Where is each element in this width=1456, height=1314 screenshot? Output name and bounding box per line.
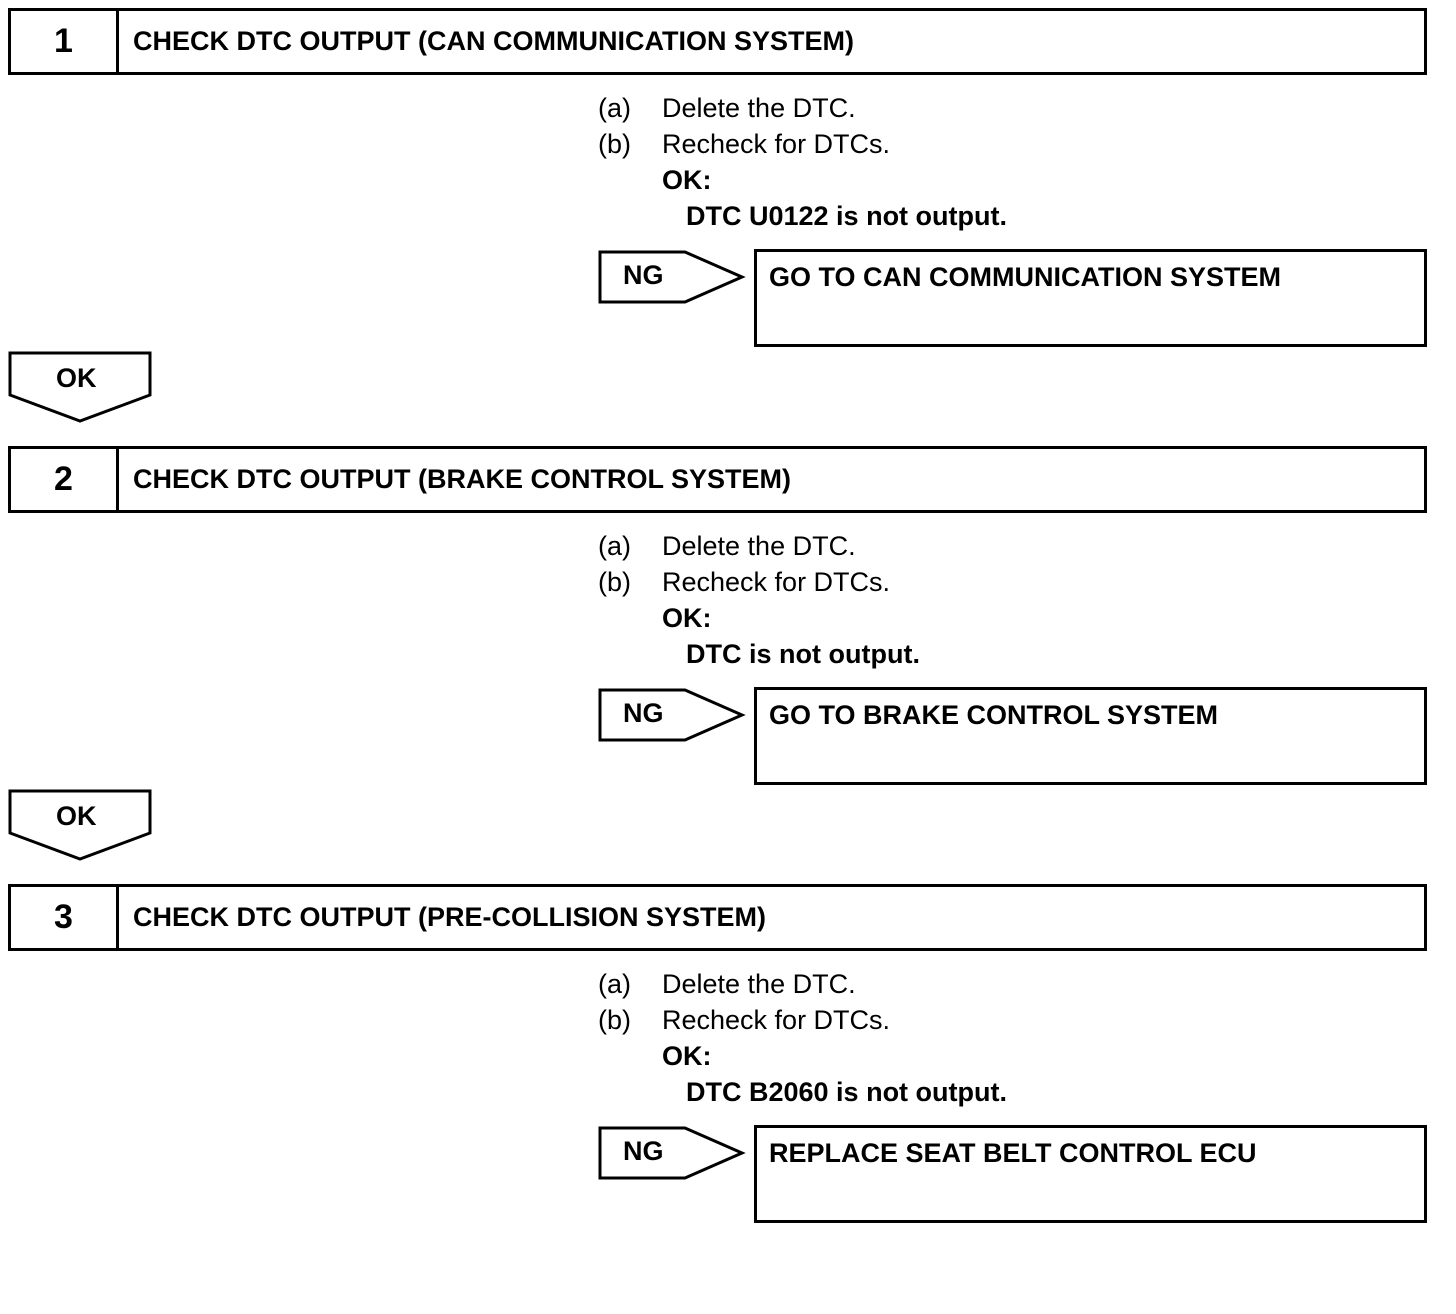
step-2: 2 CHECK DTC OUTPUT (BRAKE CONTROL SYSTEM… (0, 438, 1456, 876)
instruction-text: Delete the DTC. (662, 969, 856, 999)
ng-action-text: REPLACE SEAT BELT CONTROL ECU (769, 1138, 1257, 1168)
instruction-text: Delete the DTC. (662, 93, 856, 123)
step-header: 3 CHECK DTC OUTPUT (PRE-COLLISION SYSTEM… (8, 884, 1427, 951)
ng-action-box: GO TO BRAKE CONTROL SYSTEM (754, 687, 1427, 785)
step-number: 3 (11, 887, 119, 948)
instruction-text: Recheck for DTCs. (662, 129, 891, 159)
ng-arrow-icon (598, 1126, 746, 1180)
step-header: 1 CHECK DTC OUTPUT (CAN COMMUNICATION SY… (8, 8, 1427, 75)
step-header: 2 CHECK DTC OUTPUT (BRAKE CONTROL SYSTEM… (8, 446, 1427, 513)
step-3: 3 CHECK DTC OUTPUT (PRE-COLLISION SYSTEM… (0, 876, 1456, 1314)
step-1: 1 CHECK DTC OUTPUT (CAN COMMUNICATION SY… (0, 0, 1456, 438)
instruction-text: Recheck for DTCs. (662, 1005, 891, 1035)
ng-action-box: GO TO CAN COMMUNICATION SYSTEM (754, 249, 1427, 347)
step-number: 1 (11, 11, 119, 72)
ng-label: NG (623, 698, 664, 728)
instruction-text: Delete the DTC. (662, 531, 856, 561)
instruction-marker: (a) (598, 531, 631, 561)
ok-criteria-condition: DTC B2060 is not output. (686, 1077, 1008, 1107)
ng-action-text: GO TO BRAKE CONTROL SYSTEM (769, 700, 1219, 730)
ng-action-box: REPLACE SEAT BELT CONTROL ECU (754, 1125, 1427, 1223)
ng-arrow-icon (598, 250, 746, 304)
step-title: CHECK DTC OUTPUT (BRAKE CONTROL SYSTEM) (133, 464, 791, 494)
ng-arrow-icon (598, 688, 746, 742)
step-title: CHECK DTC OUTPUT (CAN COMMUNICATION SYST… (133, 26, 854, 56)
instruction-marker: (b) (598, 129, 631, 159)
ok-arrow-label: OK (56, 363, 97, 393)
instruction-marker: (a) (598, 93, 631, 123)
ok-criteria-label: OK: (662, 603, 712, 633)
ok-arrow-label: OK (56, 801, 97, 831)
ng-label: NG (623, 1136, 664, 1166)
ok-arrow-icon (8, 789, 152, 861)
ok-arrow-icon (8, 351, 152, 423)
ok-criteria-condition: DTC U0122 is not output. (686, 201, 1008, 231)
step-title: CHECK DTC OUTPUT (PRE-COLLISION SYSTEM) (133, 902, 766, 932)
ng-action-text: GO TO CAN COMMUNICATION SYSTEM (769, 262, 1281, 292)
ng-label: NG (623, 260, 664, 290)
instruction-marker: (b) (598, 567, 631, 597)
instruction-text: Recheck for DTCs. (662, 567, 891, 597)
instruction-marker: (b) (598, 1005, 631, 1035)
step-number: 2 (11, 449, 119, 510)
ok-criteria-label: OK: (662, 1041, 712, 1071)
ok-criteria-label: OK: (662, 165, 712, 195)
instruction-marker: (a) (598, 969, 631, 999)
ok-criteria-condition: DTC is not output. (686, 639, 920, 669)
